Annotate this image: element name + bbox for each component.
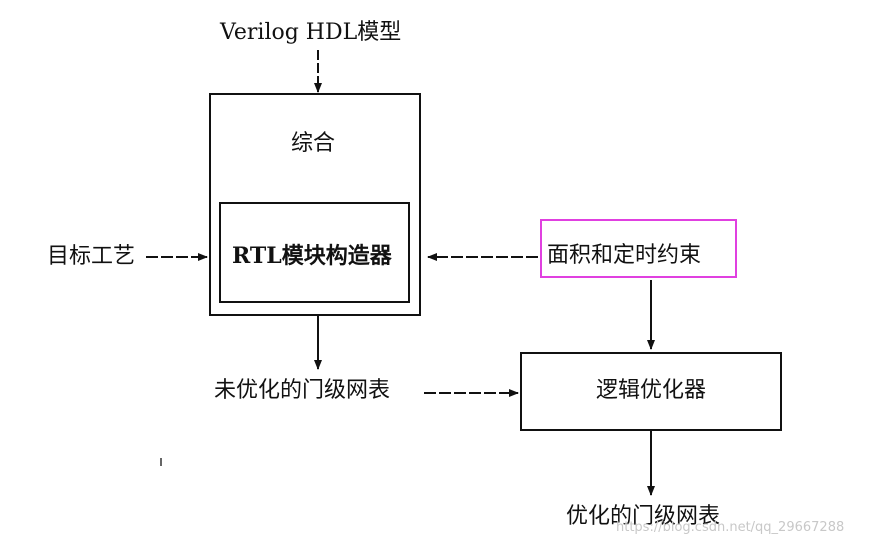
synthesis-label: 综合 [291,131,336,156]
constraints-label: 面积和定时约束 [547,243,702,268]
synthesis-box [209,93,421,316]
logic-optimizer-box [520,352,782,431]
constraints-highlight-box [540,219,737,278]
watermark: https://blog.csdn.net/qq_29667288 [616,520,845,535]
unoptimized-netlist-label: 未优化的门级网表 [214,378,391,403]
rtl-builder-label: RTL模块构造器 [232,243,392,269]
rtl-builder-box [219,202,410,303]
target-process-label: 目标工艺 [47,244,136,269]
optimized-netlist-label: 优化的门级网表 [566,504,721,529]
input-model-label: Verilog HDL模型 [220,20,402,45]
logic-optimizer-label: 逻辑优化器 [596,378,707,403]
